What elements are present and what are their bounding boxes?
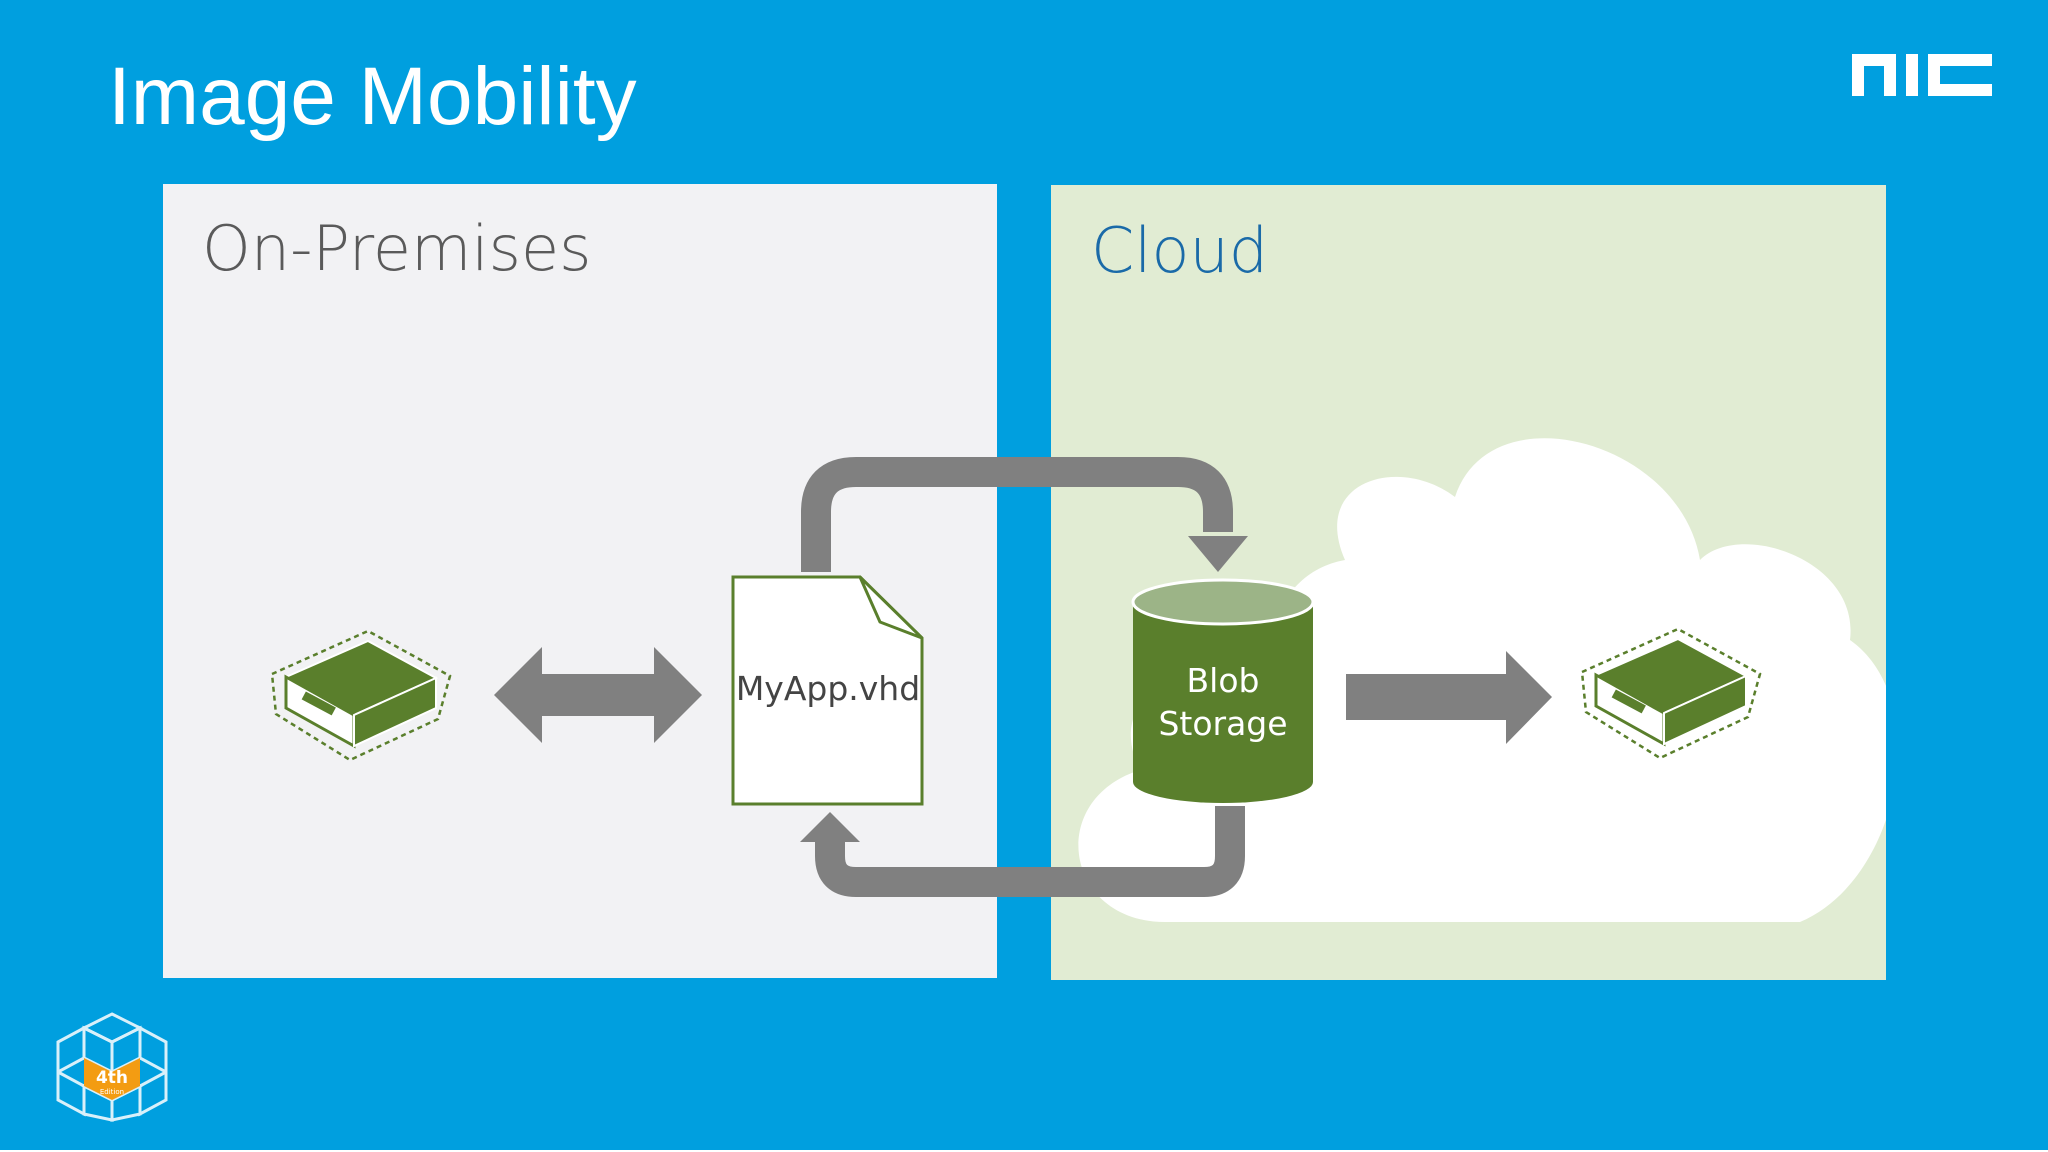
bottom-strip — [0, 1150, 2048, 1152]
blob-storage-label-line2: Storage — [1158, 704, 1287, 743]
upload-flow-arrowhead — [1188, 536, 1248, 572]
edition-badge-subtext: Edition — [100, 1088, 124, 1096]
deploy-arrow — [1346, 651, 1552, 744]
page-title: Image Mobility — [108, 51, 637, 142]
download-flow-arrowhead — [800, 812, 860, 842]
nic-logo-icon — [1852, 54, 1992, 96]
database-cylinder-icon — [1131, 578, 1315, 803]
download-flow-arrow — [815, 806, 1245, 897]
server-icon — [1580, 627, 1762, 760]
server-icon — [270, 629, 452, 762]
on-premises-label: On-Premises — [202, 212, 592, 285]
cloud-label: Cloud — [1091, 214, 1269, 287]
blob-storage-node: Blob Storage — [1131, 578, 1315, 803]
bidirectional-arrow — [494, 647, 702, 743]
vhd-file-label: MyApp.vhd — [736, 669, 920, 708]
cube-edition-badge-icon: 4th Edition — [56, 1012, 168, 1122]
upload-flow-arrow — [801, 457, 1233, 572]
cloud-server-node — [1580, 627, 1762, 760]
edition-badge-text: 4th — [96, 1068, 128, 1088]
blob-storage-label-line1: Blob — [1187, 661, 1260, 700]
vhd-file-node: MyApp.vhd — [731, 575, 924, 806]
document-icon — [731, 575, 924, 806]
on-prem-server-node — [270, 629, 452, 762]
